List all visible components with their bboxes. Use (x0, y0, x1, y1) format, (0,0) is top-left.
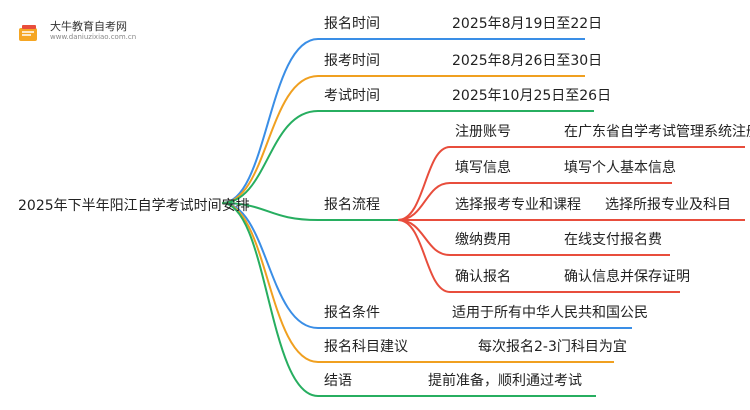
branch-signup-time-label: 报名时间 (324, 16, 380, 32)
connector-step-pay (397, 219, 451, 256)
branch-exam-time-label: 考试时间 (324, 88, 380, 104)
branch-conclusion-value: 提前准备，顺利通过考试 (428, 373, 582, 389)
connector-exam-time (221, 110, 319, 204)
branch-exam-register-time-label: 报考时间 (324, 53, 380, 69)
step-choose-detail: 选择所报专业及科目 (605, 197, 731, 213)
connector-step-register (397, 146, 451, 221)
step-fill-label: 填写信息 (455, 160, 511, 176)
branch-conditions-value: 适用于所有中华人民共和国公民 (452, 305, 648, 321)
connector-process (221, 202, 319, 221)
step-confirm-label: 确认报名 (455, 269, 511, 285)
branch-process-label: 报名流程 (324, 197, 380, 213)
mindmap-root-title: 2025年下半年阳江自学考试时间安排 (18, 198, 250, 214)
step-confirm-detail: 确认信息并保存证明 (564, 269, 690, 285)
step-choose-label: 选择报考专业和课程 (455, 197, 581, 213)
branch-suggestion-value: 每次报名2-3门科目为宜 (478, 339, 627, 355)
step-pay-detail: 在线支付报名费 (564, 232, 662, 248)
branch-conclusion-label: 结语 (324, 373, 352, 389)
connector-signup-time (221, 38, 319, 204)
step-pay-label: 缴纳费用 (455, 232, 511, 248)
branch-signup-time-value: 2025年8月19日至22日 (452, 16, 603, 32)
branch-suggestion-label: 报名科目建议 (324, 339, 408, 355)
brand-name: 大牛教育自考网 (50, 20, 127, 33)
step-register-label: 注册账号 (455, 124, 511, 140)
step-fill-detail: 填写个人基本信息 (564, 160, 676, 176)
brand-url: www.daniuzixiao.com.cn (50, 33, 137, 41)
connector-step-fill (397, 182, 451, 221)
brand-logo-icon (19, 25, 37, 41)
branch-exam-register-time-value: 2025年8月26日至30日 (452, 53, 603, 69)
connector-suggestion (221, 202, 319, 363)
connector-step-confirm (397, 219, 451, 293)
step-register-detail: 在广东省自学考试管理系统注册 (564, 124, 750, 140)
connector-conclusion (221, 202, 319, 397)
connector-exam-register-time (221, 75, 319, 204)
branch-conditions-label: 报名条件 (324, 305, 380, 321)
branch-exam-time-value: 2025年10月25日至26日 (452, 88, 612, 104)
